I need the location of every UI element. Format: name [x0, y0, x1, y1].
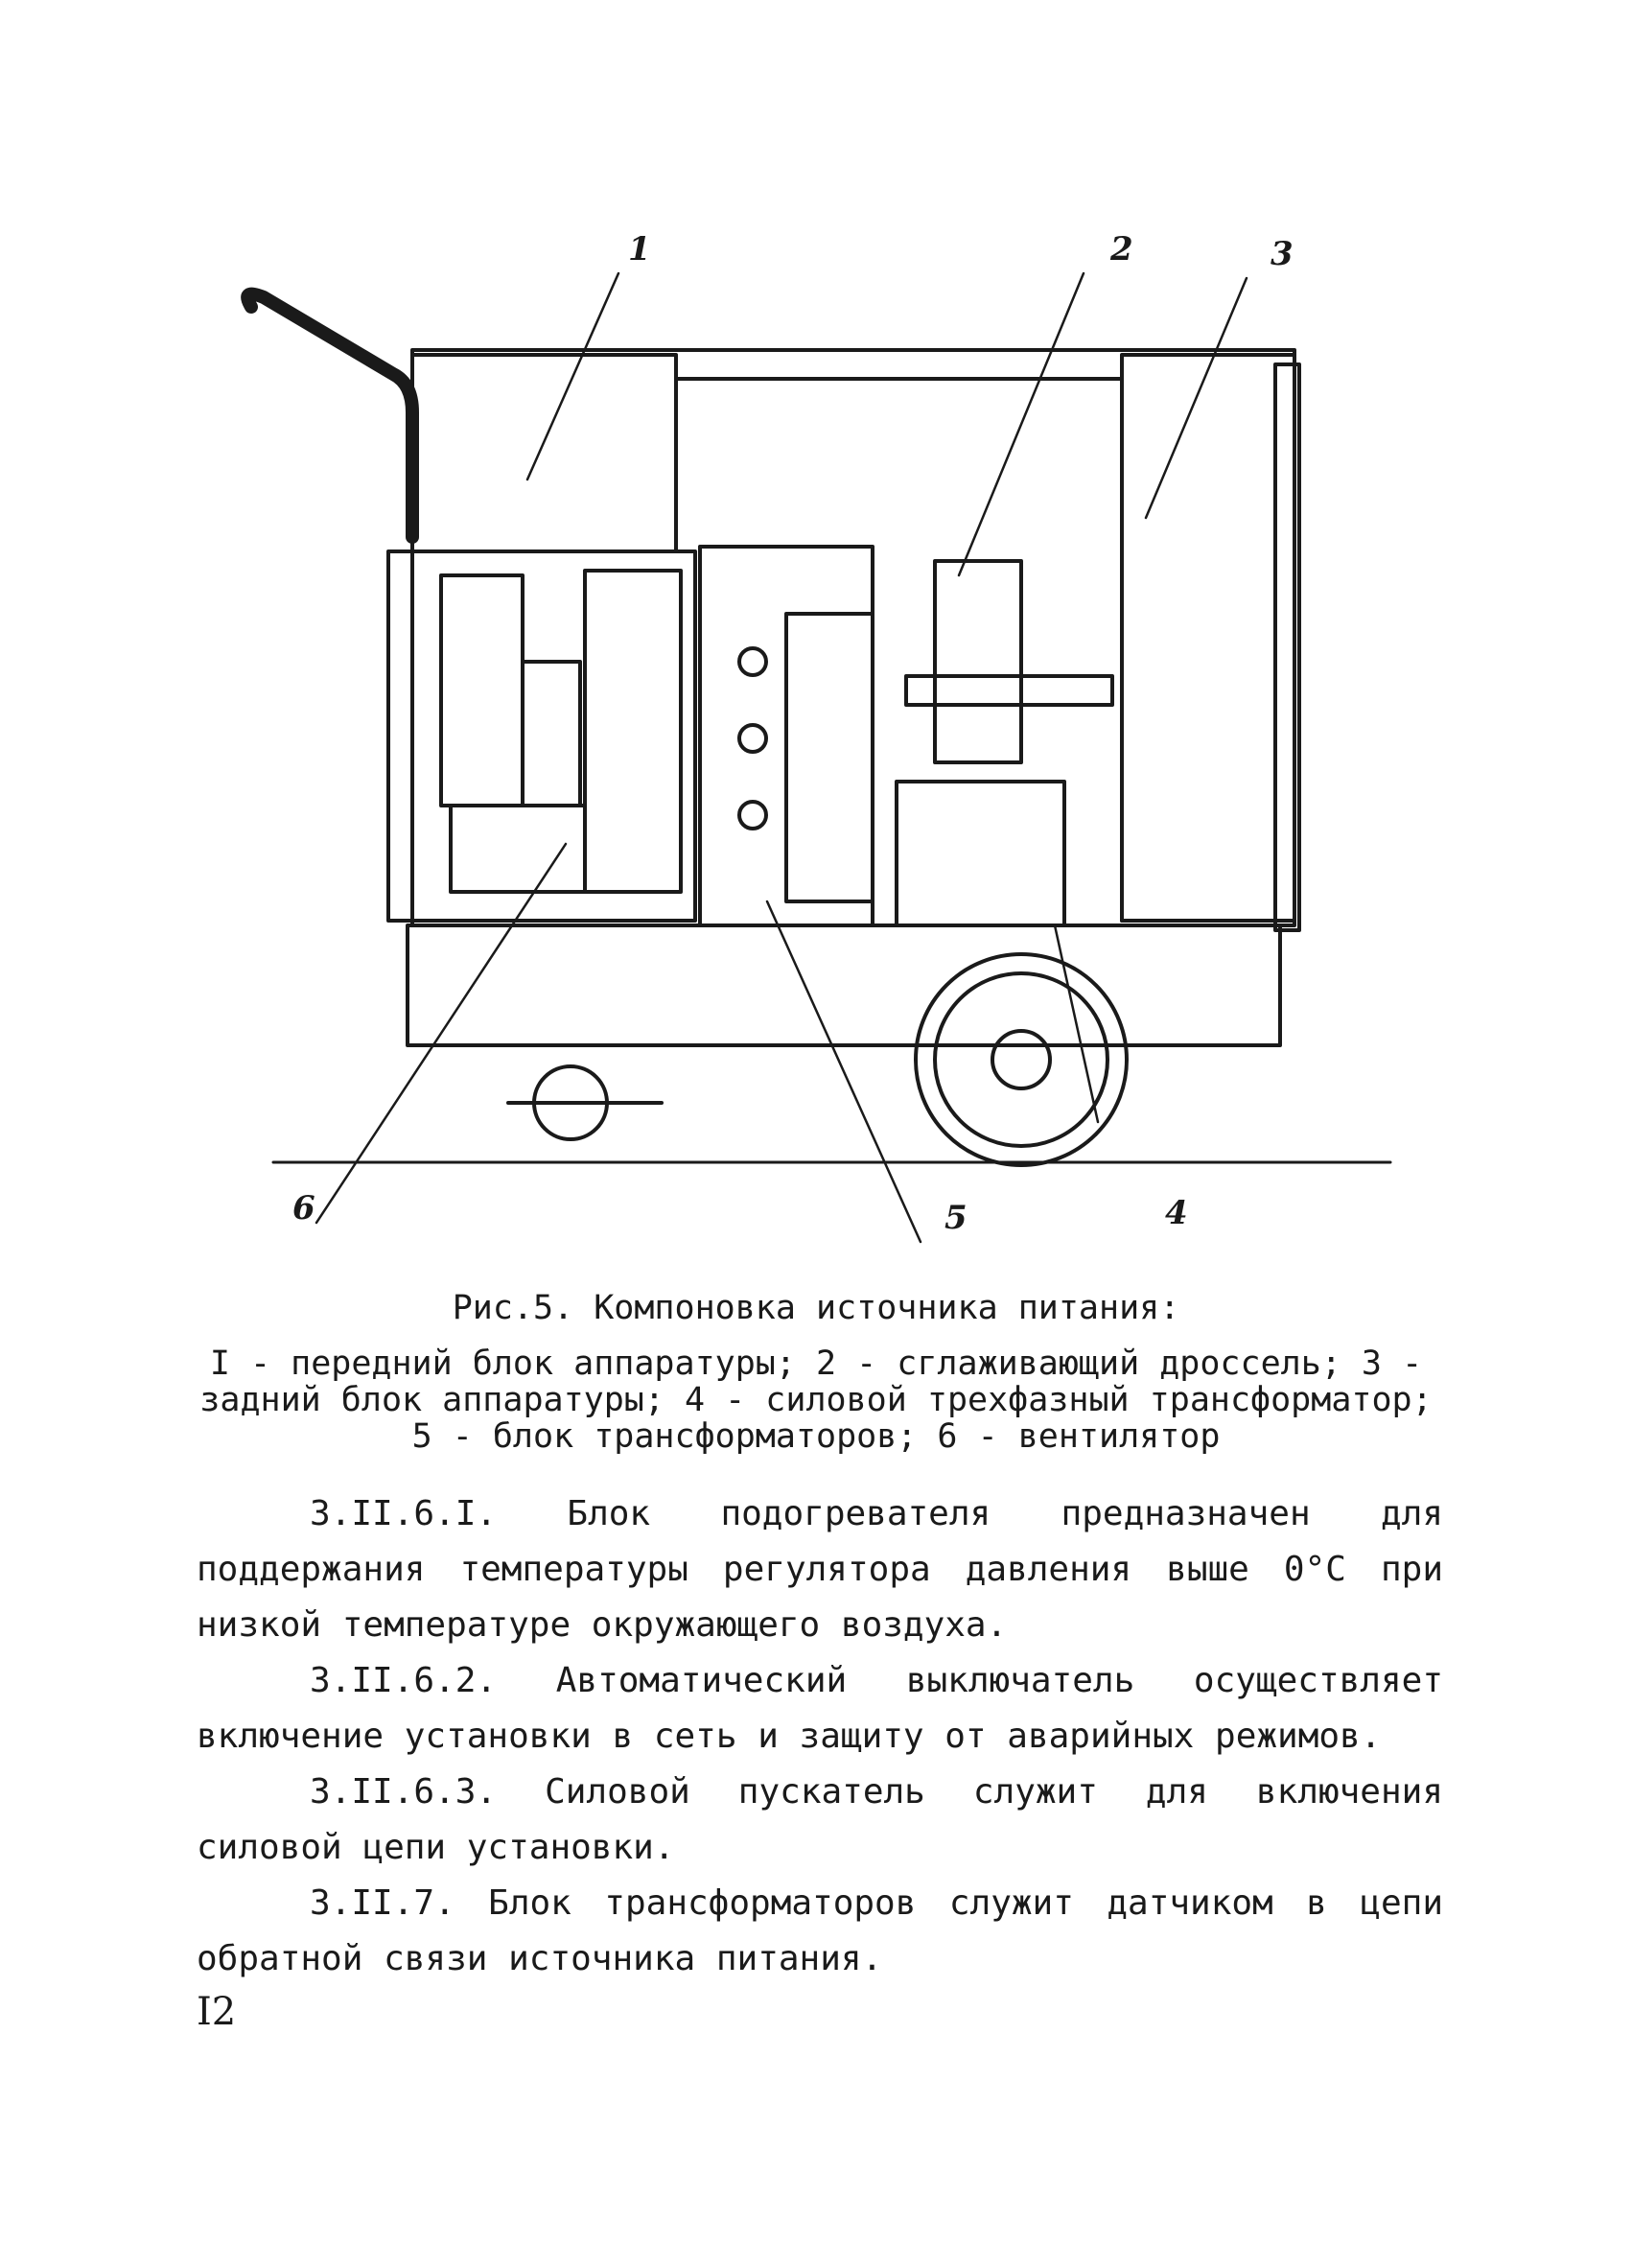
rear-apparatus-block — [1120, 353, 1296, 923]
caption-line: 5 - блок трансформаторов; 6 - вентилятор — [411, 1417, 1221, 1456]
paragraph-3-11-6-2: 3.II.6.2. Автоматический выключатель осу… — [197, 1661, 1443, 1756]
housing-outline — [410, 348, 1296, 927]
paragraph-3-11-7: 3.II.7. Блок трансформаторов служит датч… — [197, 1883, 1443, 1978]
callout-5: 5 — [944, 1199, 968, 1237]
callout-3: 3 — [1271, 235, 1294, 273]
caption-line: I - передний блок аппаратуры; 2 - сглажи… — [209, 1344, 1423, 1383]
caption-line: задний блок аппаратуры; 4 - силовой трех… — [199, 1381, 1433, 1419]
paragraph-3-11-6-1: 3.II.6.I. Блок подогревателя предназначе… — [197, 1494, 1443, 1645]
fan-block — [449, 804, 587, 894]
paragraph-3-11-6-3: 3.II.6.3. Силовой пускатель служит для в… — [197, 1772, 1443, 1867]
front-lower-cabinet — [386, 549, 697, 923]
smoothing-choke — [933, 559, 1023, 764]
caption-title: Рис.5. Компоновка источника питания: — [452, 1289, 1180, 1327]
caption-legend: I - передний блок аппаратуры; 2 - сглажи… — [153, 1345, 1479, 1455]
rear-wheel — [914, 952, 1129, 1167]
tow-handle — [241, 287, 419, 544]
callout-6: 6 — [292, 1189, 315, 1228]
figure-5-power-source-layout: 1 2 3 4 5 6 — [241, 230, 1392, 1244]
body-text: 3.II.6.I. Блок подогревателя предназначе… — [197, 1486, 1443, 1987]
callout-1: 1 — [628, 230, 651, 269]
callout-2: 2 — [1110, 230, 1133, 269]
power-source-drawing — [241, 271, 1392, 1244]
three-phase-transformer — [895, 780, 1066, 927]
front-apparatus-block — [410, 353, 678, 553]
page-number: I2 — [197, 1990, 237, 2034]
callout-4: 4 — [1165, 1194, 1188, 1232]
figure-caption: Рис.5. Компоновка источника питания: I -… — [153, 1290, 1479, 1455]
